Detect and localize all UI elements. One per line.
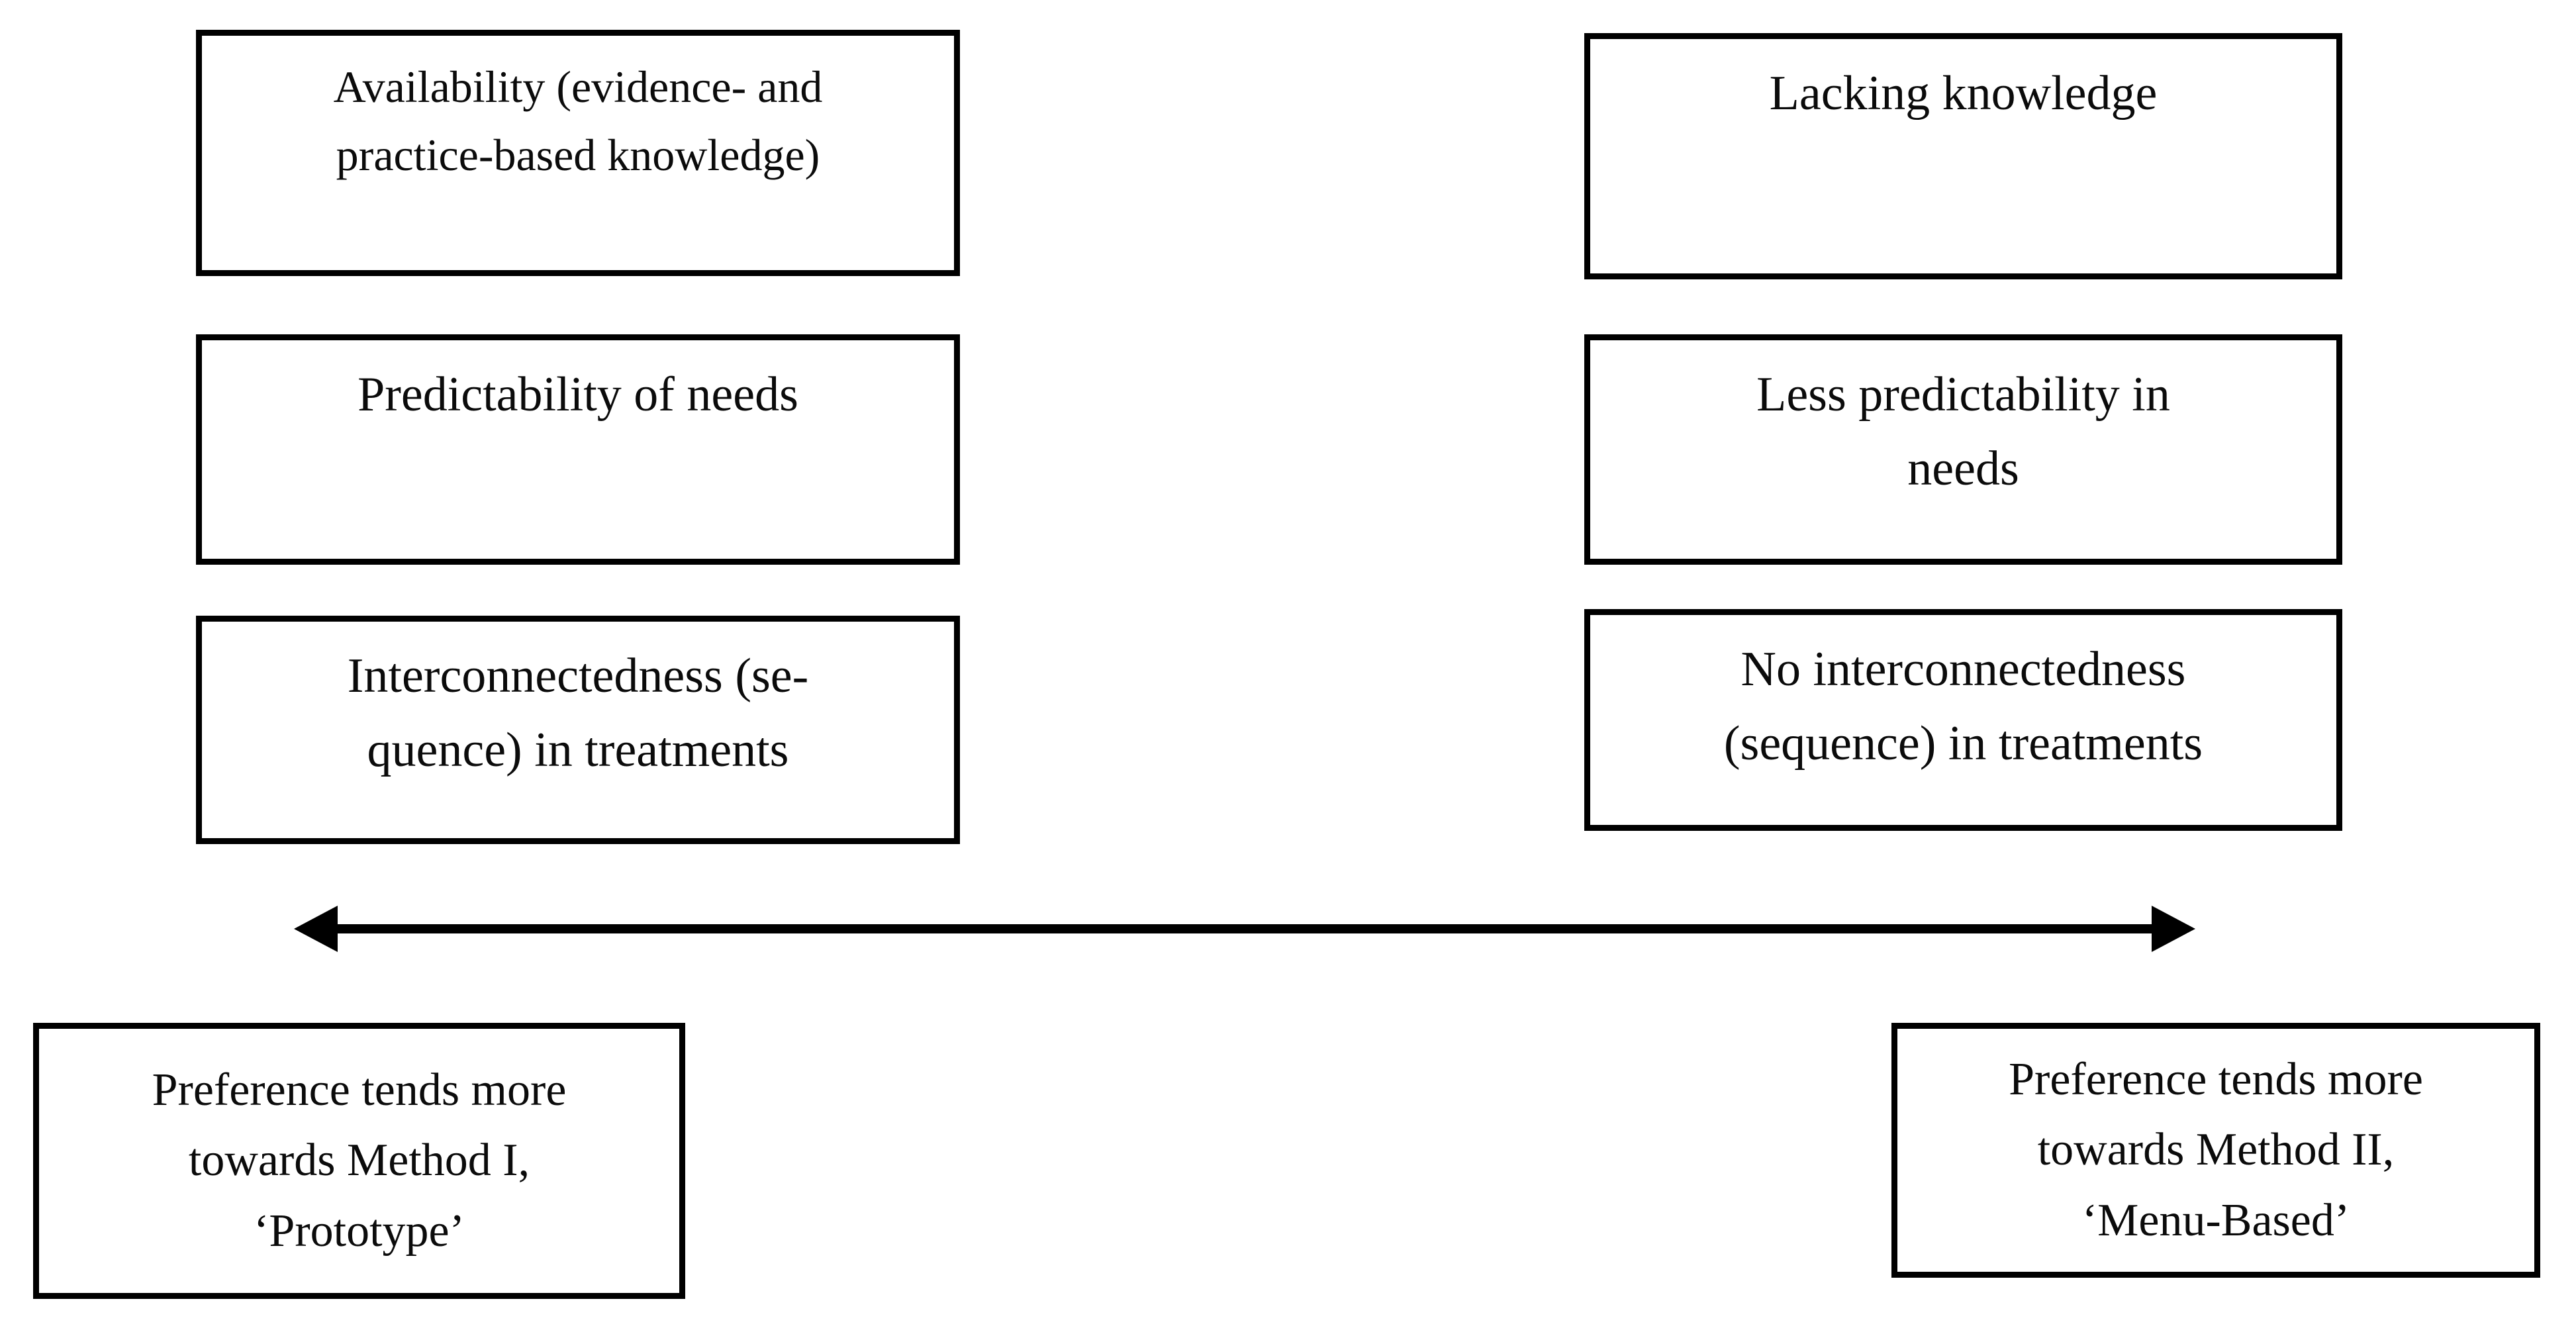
box-text-line: Predictability of needs	[358, 367, 798, 422]
box-text-line: (sequence) in treatments	[1723, 716, 2203, 771]
box-text-line: towards Method II,	[2037, 1124, 2395, 1176]
box-text-line: towards Method I,	[188, 1135, 530, 1186]
box-less-predictability: Less predictability in needs	[1584, 334, 2342, 565]
box-preference-method-2: Preference tends more towards Method II,…	[1891, 1023, 2540, 1278]
box-lacking-knowledge: Lacking knowledge	[1584, 33, 2342, 279]
bidirectional-arrow	[294, 906, 2195, 952]
box-text-line: Availability (evidence- and	[333, 62, 823, 112]
box-text-line: needs	[1907, 442, 2019, 497]
box-text-line: Preference tends more	[2009, 1053, 2423, 1105]
box-predictability-of-needs: Predictability of needs	[196, 334, 960, 565]
box-text-line: Lacking knowledge	[1769, 66, 2158, 120]
box-text-line: ‘Menu-Based’	[2081, 1194, 2350, 1246]
box-text-line: Less predictability in	[1756, 367, 2170, 422]
box-text-line: quence) in treatments	[367, 723, 789, 778]
box-preference-method-1: Preference tends more towards Method I, …	[33, 1023, 685, 1299]
box-text-line: No interconnectedness	[1741, 642, 2186, 696]
box-interconnectedness: Interconnectedness (se- quence) in treat…	[196, 616, 960, 844]
arrow-left-head-icon	[294, 906, 338, 952]
box-availability-knowledge: Availability (evidence- and practice-bas…	[196, 30, 960, 276]
arrow-right-head-icon	[2152, 906, 2195, 952]
box-no-interconnectedness: No interconnectedness (sequence) in trea…	[1584, 609, 2342, 831]
box-text-line: practice-based knowledge)	[336, 130, 820, 181]
box-text-line: Interconnectedness (se-	[347, 649, 809, 703]
box-text-line: ‘Prototype’	[254, 1205, 465, 1257]
box-text-line: Preference tends more	[152, 1064, 567, 1116]
